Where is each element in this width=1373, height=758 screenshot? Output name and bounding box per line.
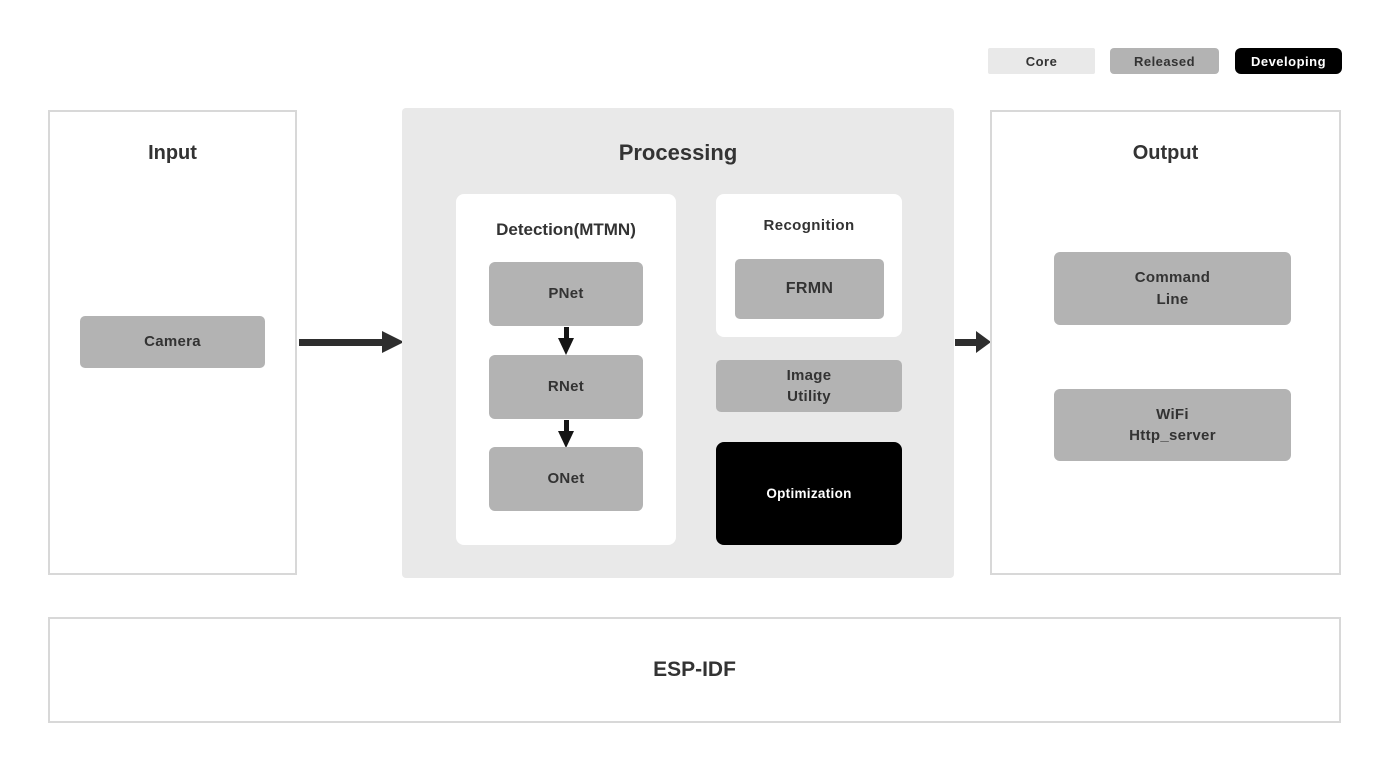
processing-panel-title: Processing	[618, 140, 738, 165]
input-panel-title: Input	[148, 142, 197, 164]
node-camera: Camera	[80, 316, 265, 368]
detection-subpanel-title: Detection(MTMN)	[496, 220, 636, 239]
arrow-processing-to-output	[955, 339, 976, 346]
node-optimization: Optimization	[716, 442, 902, 545]
arrow-rnet-to-onet	[564, 420, 569, 432]
legend-developing-badge: Developing	[1235, 48, 1342, 74]
output-panel-title: Output	[1132, 142, 1199, 164]
node-onet: ONet	[489, 447, 643, 511]
legend-core-label: Core	[1025, 53, 1058, 69]
legend-developing-label: Developing	[1250, 53, 1327, 69]
arrow-input-to-processing-head	[382, 331, 404, 353]
esp-idf-panel-title: ESP-IDF	[653, 658, 736, 681]
node-image-utility: Image Utility	[716, 360, 902, 412]
node-frmn: FRMN	[735, 259, 884, 319]
node-pnet: PNet	[489, 262, 643, 326]
node-rnet: RNet	[489, 355, 643, 419]
node-command-line: Command Line	[1054, 252, 1291, 325]
legend-released-badge: Released	[1110, 48, 1219, 74]
arrow-rnet-to-onet-head	[558, 431, 574, 448]
arrow-processing-to-output-head	[976, 331, 991, 353]
legend-core-badge: Core	[988, 48, 1095, 74]
arrow-pnet-to-rnet	[564, 327, 569, 339]
output-panel: Output	[990, 110, 1341, 575]
arrow-input-to-processing	[299, 339, 382, 346]
legend-released-label: Released	[1133, 53, 1196, 69]
arrow-pnet-to-rnet-head	[558, 338, 574, 355]
recognition-subpanel-title: Recognition	[763, 217, 855, 234]
esp-idf-panel: ESP-IDF	[48, 617, 1341, 723]
node-wifi-http-server: WiFi Http_server	[1054, 389, 1291, 461]
